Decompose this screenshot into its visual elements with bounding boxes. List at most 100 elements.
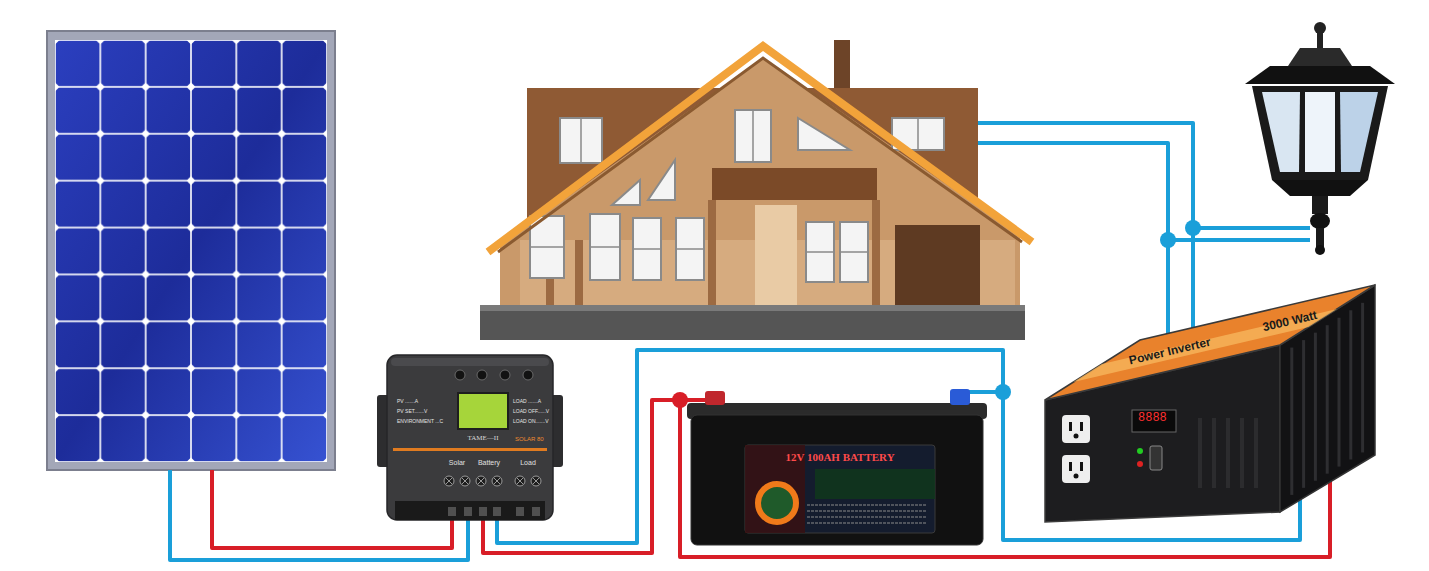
screw-slot — [446, 478, 452, 484]
balcony — [712, 168, 877, 200]
controller-body — [387, 355, 553, 520]
battery-label: 12V 100AH BATTERY — [785, 451, 894, 464]
terminal-screw — [444, 476, 454, 486]
status-led — [1137, 448, 1143, 454]
outlet-ground — [1074, 434, 1079, 439]
display-panel — [1132, 410, 1176, 432]
window-bar — [806, 251, 834, 253]
window — [612, 180, 640, 205]
heat-sink-fin — [1290, 348, 1293, 495]
terminal-block — [395, 501, 545, 520]
outlet-ground — [1074, 474, 1079, 479]
screw-slot — [462, 478, 468, 484]
solar-panel — [47, 31, 335, 470]
label-panel — [745, 445, 935, 533]
controller-bevel — [391, 358, 549, 366]
outlet-slot — [1069, 462, 1072, 471]
terminal-slot — [448, 507, 456, 516]
window-bar — [752, 110, 754, 162]
outlet-slot — [1080, 422, 1083, 431]
controller-button — [455, 370, 465, 380]
lamp-wire — [1193, 226, 1310, 230]
window-bar — [917, 118, 919, 150]
lcd-field-label: PV SET.......V — [397, 409, 427, 415]
lamp-finial-stem — [1317, 32, 1323, 48]
panel-cells — [55, 40, 327, 462]
ac-outlet — [1062, 455, 1090, 483]
garage-door — [895, 225, 980, 308]
terminal-screw — [476, 476, 486, 486]
heat-sink-fin — [1338, 318, 1341, 467]
inverter-top — [1045, 285, 1375, 400]
negative-terminal — [950, 389, 970, 405]
window — [633, 218, 661, 280]
window — [676, 218, 704, 280]
model-name: TAME—II — [468, 434, 499, 442]
lamp-pane — [1340, 92, 1378, 172]
screw-slot — [478, 478, 484, 484]
charge-controller: PV .......A PV SET.......V ENVIRONMENT ...… — [375, 355, 565, 520]
fine-print — [807, 510, 927, 511]
pillar — [575, 240, 583, 308]
label-glow — [815, 469, 935, 499]
terminal-screw — [460, 476, 470, 486]
screw-slot — [533, 478, 539, 484]
status-led — [1137, 461, 1143, 467]
lamp-roof — [1245, 66, 1395, 84]
front-vent — [1254, 418, 1258, 488]
outlet-slot — [1069, 422, 1072, 431]
screw-slot — [462, 478, 468, 484]
terminal-screw — [515, 476, 525, 486]
terminal-slot — [532, 507, 540, 516]
screw-slot — [478, 478, 484, 484]
heat-sink-fin — [1349, 310, 1352, 459]
screw-slot — [533, 478, 539, 484]
inverter-lead — [1328, 479, 1332, 525]
street-lamp — [1245, 22, 1395, 255]
front-vent — [1226, 418, 1230, 488]
lcd-field-label: ENVIRONMENT ...C — [397, 419, 443, 425]
lcd-screen — [458, 393, 508, 429]
lamp-pane — [1262, 92, 1300, 172]
lamp-base — [1272, 180, 1368, 196]
window-bar — [633, 248, 661, 250]
label-ring — [758, 484, 796, 522]
top-highlight — [1074, 309, 1338, 382]
screw-slot — [517, 478, 523, 484]
panel-frame — [47, 31, 335, 470]
pillar — [708, 200, 716, 308]
screw-slot — [494, 478, 500, 484]
window — [840, 222, 868, 282]
fine-print — [807, 522, 927, 523]
controller-button — [500, 370, 510, 380]
window — [735, 110, 771, 162]
front-vent — [1198, 418, 1202, 488]
heat-sink-fin — [1314, 333, 1317, 481]
lamp-pane — [1305, 92, 1335, 172]
controller-button — [477, 370, 487, 380]
terminal-slot — [479, 507, 487, 516]
lamp-wire — [1168, 238, 1310, 242]
terminal-screw — [531, 476, 541, 486]
lcd-field-label: LOAD ON.......V — [513, 419, 549, 425]
terminal-slot — [464, 507, 472, 516]
junction-dot — [1185, 220, 1201, 236]
lcd-field-label: PV .......A — [397, 399, 418, 405]
heat-sink-fin — [1361, 303, 1364, 453]
terminal-slot — [516, 507, 524, 516]
window — [798, 118, 850, 150]
heat-sink-fin — [1326, 325, 1329, 473]
window-bar — [530, 246, 564, 248]
window — [560, 118, 602, 163]
lcd-field-label: LOAD OFF......V — [513, 409, 549, 415]
window-bar — [590, 246, 620, 248]
power-inverter: Power Inverter3000 Watt8888 — [1040, 283, 1380, 525]
lamp-knob — [1310, 213, 1330, 229]
power-inverter-outline — [1040, 283, 1380, 525]
platform-top — [480, 305, 1025, 311]
front-vent — [1212, 418, 1216, 488]
platform — [480, 311, 1025, 340]
panel-grid — [55, 40, 327, 462]
roof-edge — [488, 46, 1032, 252]
